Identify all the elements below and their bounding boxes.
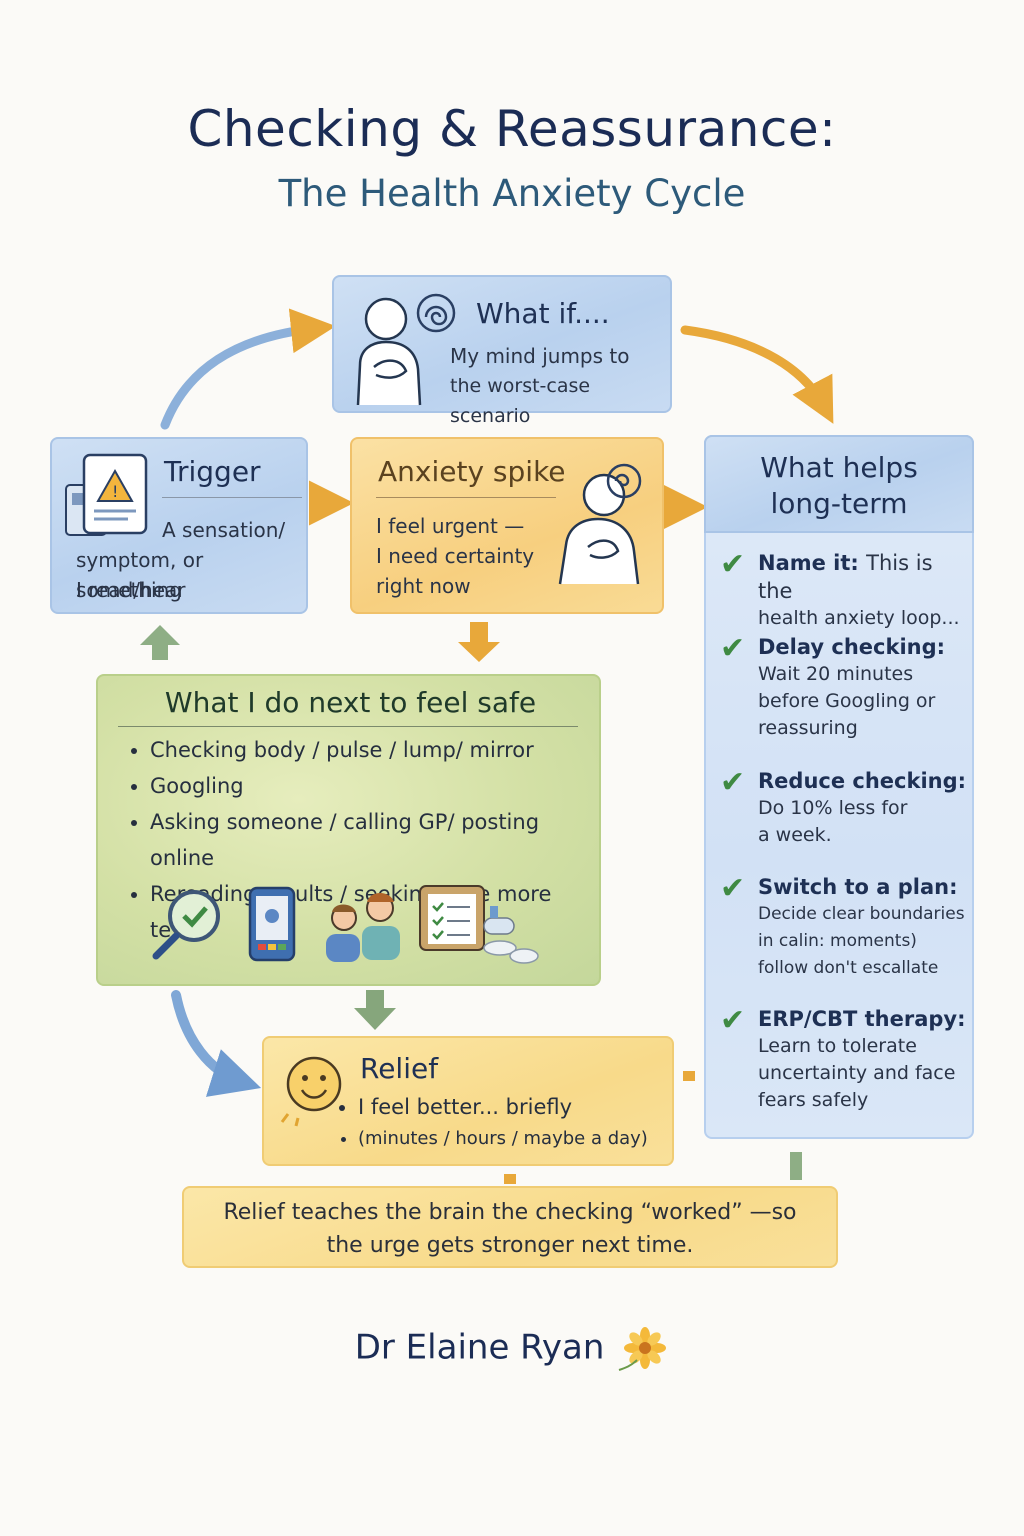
anxiety-line3: right now <box>376 574 471 598</box>
clipboard-pills-icon <box>419 885 539 964</box>
what-if-line2: the worst-case scenario <box>450 375 591 427</box>
arrow-safety-to-relief <box>354 990 396 1030</box>
anxiety-line1: I feel urgent — <box>376 514 525 538</box>
tip-title: Reduce checking: <box>758 769 967 793</box>
footer-line1: Relief teaches the brain the checking “w… <box>223 1200 797 1225</box>
tip-line: follow don't escallate <box>758 958 939 978</box>
tip-title: Name it: <box>758 551 859 575</box>
tip-line: reassuring <box>758 717 858 739</box>
phone-icon <box>248 886 296 962</box>
what-if-box: What if.... My mind jumps to the worst-c… <box>332 275 672 427</box>
tip-delay-checking: ✔ Delay checking: Wait 20 minutes before… <box>720 631 972 742</box>
anxiety-line2: I need certainty <box>376 544 535 568</box>
trigger-divider <box>162 497 302 498</box>
tip-inline: This is the <box>758 551 933 603</box>
tip-line: health anxiety loop... <box>758 607 960 629</box>
connector-helps-footer <box>790 1152 802 1180</box>
tip-line: Do 10% less for <box>758 797 908 819</box>
anxiety-spike-box: Anxiety spike I feel urgent — I need cer… <box>350 437 664 614</box>
author-signature: Dr Elaine Ryan <box>0 1326 1024 1372</box>
smiley-sun-icon <box>280 1056 342 1127</box>
footer-note-box: Relief teaches the brain the checking “w… <box>182 1186 838 1268</box>
tip-reduce-checking: ✔ Reduce checking: Do 10% less for a wee… <box>720 765 972 849</box>
check-icon: ✔ <box>720 871 746 906</box>
tip-line: uncertainty and face <box>758 1062 956 1084</box>
arrow-trigger-to-whatif <box>160 308 336 430</box>
what-helps-header: What helps long-term <box>704 435 974 533</box>
page-subtitle: The Health Anxiety Cycle <box>278 172 746 215</box>
footer-line2: the urge gets stronger next time. <box>326 1233 694 1258</box>
relief-list: I feel better... briefly (minutes / hour… <box>336 1090 648 1154</box>
check-icon: ✔ <box>720 1003 746 1038</box>
tip-line: a week. <box>758 824 832 846</box>
warning-tablet-icon: ! <box>65 453 148 536</box>
what-helps-panel: What helps long-term ✔ Name it: This is … <box>704 435 974 1139</box>
trigger-heading: Trigger <box>164 455 261 488</box>
tip-switch-to-plan: ✔ Switch to a plan: Decide clear boundar… <box>720 871 972 982</box>
what-helps-heading-line1: What helps <box>760 451 918 484</box>
svg-text:!: ! <box>112 482 118 501</box>
tip-name-it: ✔ Name it: This is the health anxiety lo… <box>720 547 972 632</box>
tip-title: ERP/CBT therapy: <box>758 1007 966 1031</box>
tip-title: Delay checking: <box>758 635 946 659</box>
arrow-anxiety-to-safety <box>458 622 500 662</box>
worried-person-icon <box>356 293 456 406</box>
daisy-icon <box>618 1327 667 1371</box>
safety-divider <box>118 726 578 727</box>
list-item: Googling <box>150 768 599 804</box>
connector-relief-helps <box>683 1071 695 1081</box>
safety-heading: What I do next to feel safe <box>164 686 537 719</box>
safety-behaviours-box: What I do next to feel safe Checking bod… <box>96 674 601 986</box>
list-item: (minutes / hours / maybe a day) <box>358 1124 648 1154</box>
arrow-safety-curve-to-relief <box>171 990 262 1097</box>
relief-heading: Relief <box>360 1052 439 1085</box>
tip-erp-cbt: ✔ ERP/CBT therapy: Learn to tolerate unc… <box>720 1003 972 1114</box>
author-name: Dr Elaine Ryan <box>354 1327 605 1368</box>
safety-list: Checking body / pulse / lump/ mirror Goo… <box>128 732 599 948</box>
check-icon: ✔ <box>720 631 746 666</box>
list-item: I feel better... briefly <box>358 1090 648 1124</box>
anxiety-heading: Anxiety spike <box>378 455 566 488</box>
relief-box: Relief I feel better... briefly (minutes… <box>262 1036 674 1166</box>
connector-relief-footer <box>504 1174 516 1184</box>
what-if-heading: What if.... <box>476 297 610 330</box>
tip-title: Switch to a plan: <box>758 875 958 899</box>
magnifier-icon <box>152 890 220 960</box>
check-icon: ✔ <box>720 547 746 582</box>
trigger-line1: A sensation/ <box>162 518 286 542</box>
what-helps-heading-line2: long-term <box>770 487 908 520</box>
tip-line: fears safely <box>758 1089 869 1111</box>
tip-line: Decide clear boundaries <box>758 904 965 924</box>
list-item: Asking someone / calling GP/ posting onl… <box>150 804 599 876</box>
people-talking-icon <box>326 893 400 962</box>
tip-line: Wait 20 minutes <box>758 663 914 685</box>
arrow-safety-to-trigger <box>140 625 180 660</box>
safety-icons <box>152 885 539 964</box>
page-title: Checking & Reassurance: <box>187 100 837 158</box>
anxious-person-icon <box>558 463 642 585</box>
arrow-whatif-to-helps <box>680 325 834 424</box>
trigger-box: ! Trigger A sensation/ symptom, or somet… <box>50 437 308 614</box>
tip-line: Learn to tolerate <box>758 1035 917 1057</box>
trigger-line3: I read/hear <box>76 578 186 602</box>
anxiety-divider <box>376 497 556 498</box>
trigger-line2: symptom, or something <box>76 548 204 602</box>
check-icon: ✔ <box>720 765 746 800</box>
tip-line: in calin: moments) <box>758 931 917 951</box>
list-item: Checking body / pulse / lump/ mirror <box>150 732 599 768</box>
what-if-line1: My mind jumps to <box>450 344 630 368</box>
tip-line: before Googling or <box>758 690 936 712</box>
